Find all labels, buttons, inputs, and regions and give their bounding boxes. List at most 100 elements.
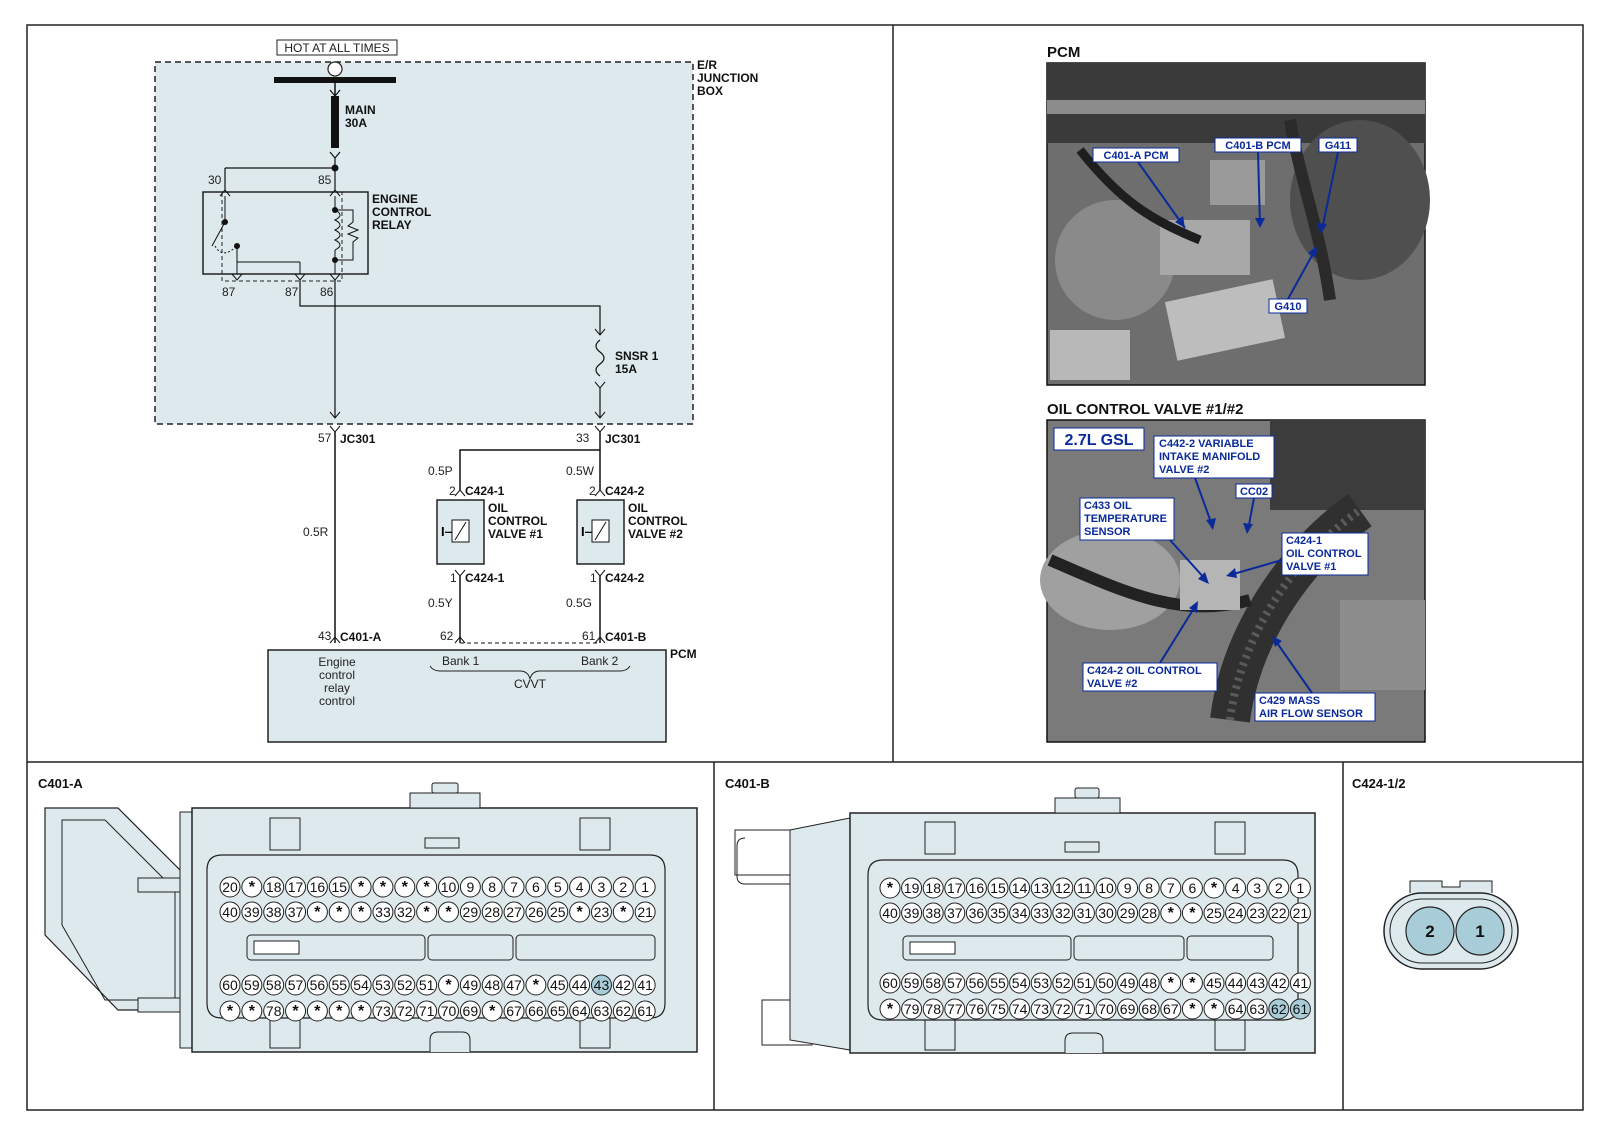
pin-label: 76 bbox=[969, 1001, 985, 1017]
pin-label: 73 bbox=[375, 1003, 391, 1019]
svg-text:1: 1 bbox=[590, 571, 597, 585]
pin-label: 35 bbox=[990, 905, 1006, 921]
pin-label: 33 bbox=[375, 904, 391, 920]
pin-label: * bbox=[1168, 975, 1175, 992]
pin-55 bbox=[328, 974, 350, 996]
pin-label: 37 bbox=[947, 905, 963, 921]
pin-unused bbox=[1181, 972, 1203, 994]
pin-25 bbox=[547, 901, 569, 923]
pin-unused bbox=[879, 877, 901, 899]
label-c433: C433 OIL bbox=[1084, 500, 1132, 512]
pin-52 bbox=[1052, 972, 1074, 994]
pin-label: 56 bbox=[969, 975, 985, 991]
pin-label: 4 bbox=[1232, 880, 1240, 896]
pin-label: 55 bbox=[331, 977, 347, 993]
pin-label: 20 bbox=[222, 879, 238, 895]
pin-label: 16 bbox=[310, 879, 326, 895]
pin-70 bbox=[1095, 998, 1117, 1020]
conn-c-title: C424-1/2 bbox=[1352, 776, 1405, 791]
pin-unused bbox=[1160, 902, 1182, 924]
pin-32 bbox=[1052, 902, 1074, 924]
pin-unused bbox=[350, 876, 372, 898]
pin-72 bbox=[394, 1000, 416, 1022]
snsr-fuse-label-1: SNSR 1 bbox=[615, 349, 659, 363]
pin-57 bbox=[285, 974, 307, 996]
pin-label: 78 bbox=[925, 1001, 941, 1017]
pin-unused bbox=[1181, 998, 1203, 1020]
pin-62 bbox=[1268, 998, 1290, 1020]
pin-label: 43 bbox=[1249, 975, 1265, 991]
pin-label: 57 bbox=[947, 975, 963, 991]
svg-text:CONTROL: CONTROL bbox=[628, 514, 687, 528]
pin-69 bbox=[459, 1000, 481, 1022]
pin-label: 61 bbox=[1293, 1001, 1309, 1017]
pin-51 bbox=[416, 974, 438, 996]
pin-label: 67 bbox=[506, 1003, 522, 1019]
pin-label: * bbox=[358, 1003, 365, 1020]
pin-label: 41 bbox=[1293, 975, 1309, 991]
pcm-conn-b: C401-B bbox=[605, 630, 647, 644]
wire-0-5w: 0.5W bbox=[566, 464, 595, 478]
pin-label: 30 bbox=[1098, 905, 1114, 921]
pcm-photo-title: PCM bbox=[1047, 44, 1080, 61]
pin-label: 60 bbox=[222, 977, 238, 993]
label-c429: C429 MASS bbox=[1259, 695, 1320, 707]
pin-label: 23 bbox=[594, 904, 610, 920]
label-c442-2: C442-2 VARIABLE bbox=[1159, 438, 1254, 450]
pin-label: 11 bbox=[1077, 880, 1092, 896]
pin-23 bbox=[1246, 902, 1268, 924]
pin-label: * bbox=[1211, 1001, 1218, 1018]
pin-16 bbox=[306, 876, 328, 898]
pin-label: * bbox=[336, 904, 343, 921]
pin-label: 53 bbox=[375, 977, 391, 993]
svg-text:OIL CONTROL: OIL CONTROL bbox=[1286, 548, 1362, 560]
junction-box-label-3: BOX bbox=[697, 84, 723, 98]
pin-unused bbox=[879, 998, 901, 1020]
pin-unused bbox=[350, 901, 372, 923]
pin-label: 18 bbox=[266, 879, 282, 895]
cvvt-label: CVVT bbox=[514, 677, 547, 691]
label-g410: G410 bbox=[1275, 301, 1302, 313]
pin-40 bbox=[219, 901, 241, 923]
pin-unused bbox=[372, 876, 394, 898]
pin-label: 16 bbox=[969, 880, 985, 896]
pin-75 bbox=[987, 998, 1009, 1020]
jc-right-name: JC301 bbox=[605, 432, 641, 446]
svg-text:C424-1: C424-1 bbox=[465, 484, 505, 498]
pin-18 bbox=[922, 877, 944, 899]
schematic: E/R JUNCTION BOX HOT AT ALL TIMES MAIN 3… bbox=[154, 39, 758, 743]
pin-2 bbox=[612, 876, 634, 898]
pin-label: 2 bbox=[1275, 880, 1283, 896]
pin-37 bbox=[285, 901, 307, 923]
pin-label: 72 bbox=[1055, 1001, 1071, 1017]
pin-58 bbox=[922, 972, 944, 994]
pin-63 bbox=[590, 1000, 612, 1022]
pin-33 bbox=[372, 901, 394, 923]
pin-label: 70 bbox=[1098, 1001, 1114, 1017]
pin-77 bbox=[944, 998, 966, 1020]
pin-label: 54 bbox=[353, 977, 369, 993]
pin-48 bbox=[1138, 972, 1160, 994]
pin-27 bbox=[503, 901, 525, 923]
svg-text:INTAKE MANIFOLD: INTAKE MANIFOLD bbox=[1159, 451, 1260, 463]
pin-label: 49 bbox=[463, 977, 479, 993]
pin-2 bbox=[1268, 877, 1290, 899]
pin-label: 38 bbox=[925, 905, 941, 921]
pin-label: * bbox=[402, 879, 409, 896]
pin-label: 9 bbox=[466, 879, 474, 895]
pin-label: * bbox=[887, 880, 894, 897]
pcm-photo-panel: PCM C401-A PCM C401-B PCM G411 G410 bbox=[1046, 44, 1430, 386]
wire-0-5y: 0.5Y bbox=[428, 596, 453, 610]
pin-label: 52 bbox=[397, 977, 413, 993]
svg-text:C424-2: C424-2 bbox=[605, 484, 645, 498]
svg-text:Engine: Engine bbox=[318, 655, 356, 669]
junction-box bbox=[154, 61, 694, 425]
pin-label: 59 bbox=[244, 977, 260, 993]
pin-label: 70 bbox=[441, 1003, 457, 1019]
pin-unused bbox=[350, 1000, 372, 1022]
svg-text:OIL: OIL bbox=[488, 501, 508, 515]
pin-49 bbox=[459, 974, 481, 996]
pin-9 bbox=[1117, 877, 1139, 899]
pin-42 bbox=[612, 974, 634, 996]
pin-label: 37 bbox=[288, 904, 304, 920]
